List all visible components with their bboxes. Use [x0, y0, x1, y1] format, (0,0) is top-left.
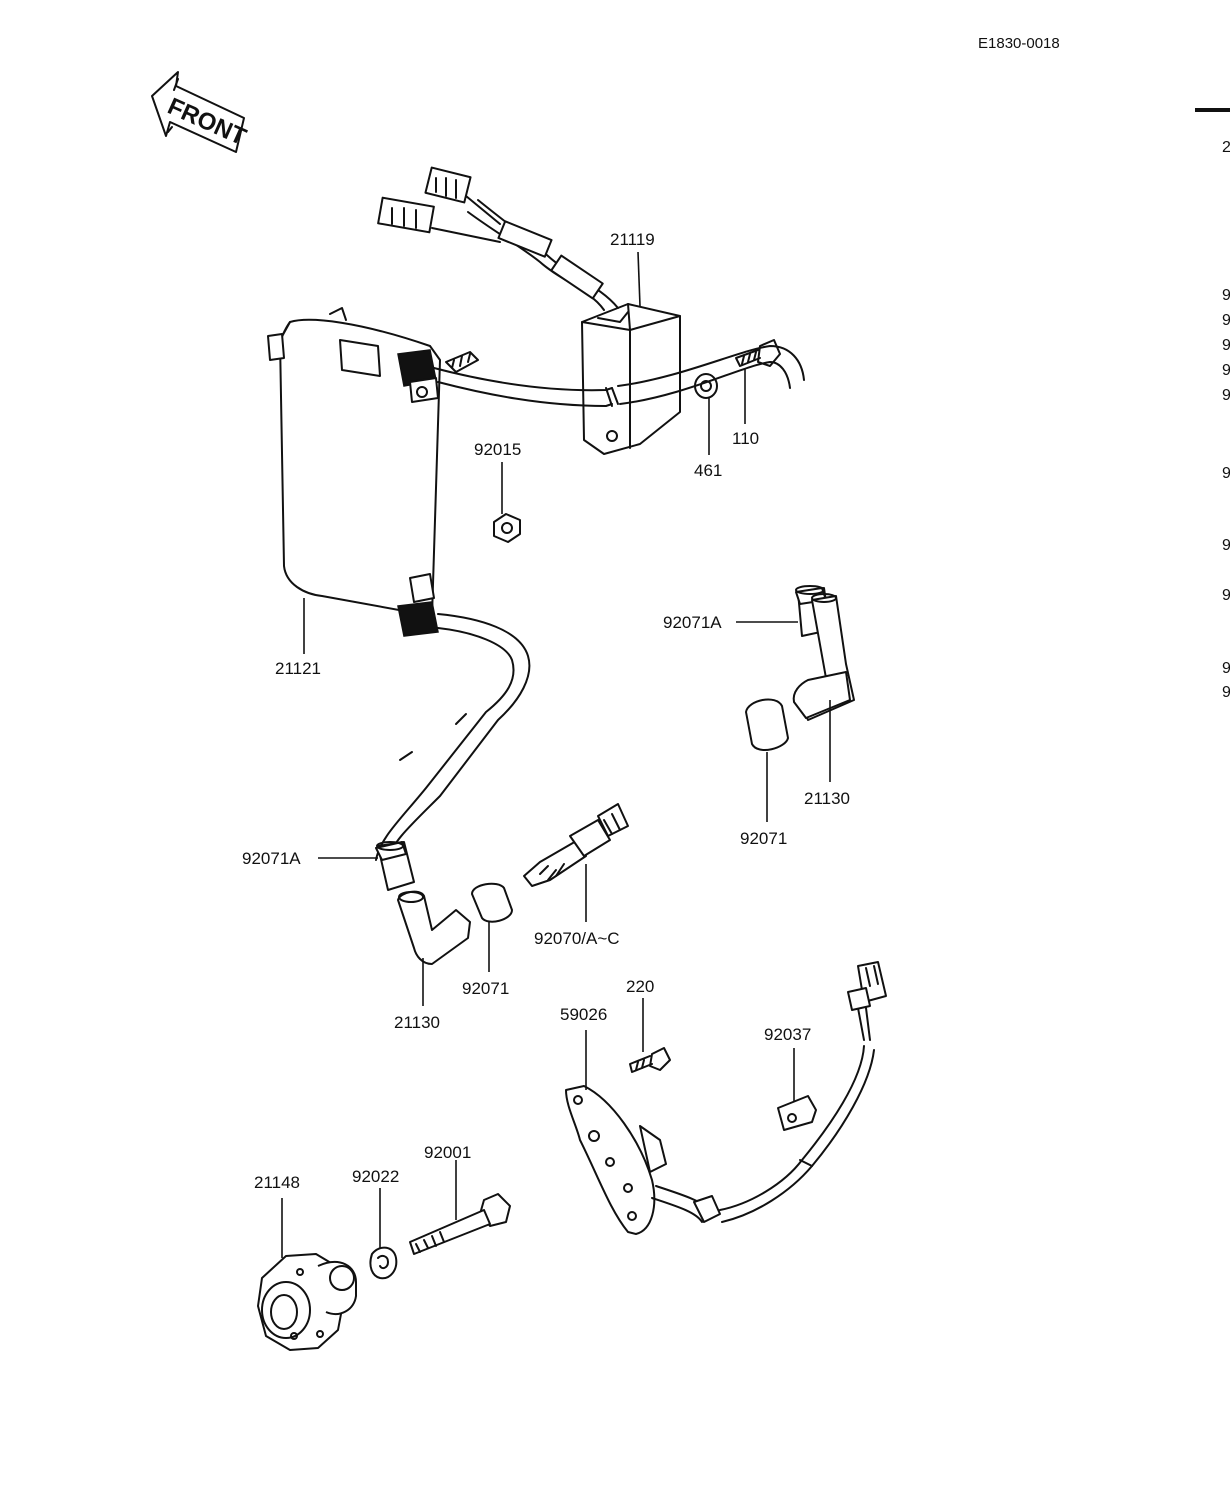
svg-text:9: 9	[1222, 287, 1230, 304]
svg-text:9: 9	[1222, 362, 1230, 379]
washer-92022	[369, 1246, 398, 1280]
svg-text:9: 9	[1222, 684, 1230, 701]
label-clamp: 92037	[764, 1025, 811, 1044]
label-plugcap-right: 21130	[804, 789, 850, 808]
label-boot-right: 92071	[740, 829, 787, 848]
cap-nut-left	[375, 841, 415, 891]
svg-text:9: 9	[1222, 337, 1230, 354]
pickup-plate	[565, 1085, 667, 1235]
ignition-coil	[267, 307, 479, 637]
label-nut-right: 92015	[474, 440, 521, 459]
right-margin-fragments: 2 9 9 9 9 9 9 9 9 9 9	[1195, 108, 1230, 701]
igniter-unit	[377, 166, 681, 455]
label-washer-92022: 92022	[352, 1167, 399, 1186]
plug-cap-left	[397, 890, 471, 965]
svg-text:9: 9	[1222, 660, 1230, 677]
boot-right	[745, 698, 789, 752]
svg-text:2: 2	[1222, 139, 1230, 156]
washer-461	[694, 373, 718, 399]
label-washer-461: 461	[694, 461, 722, 480]
label-spark-plug: 92070/A~C	[534, 929, 620, 948]
label-screw-220: 220	[626, 977, 654, 996]
label-capnut-right: 92071A	[663, 613, 722, 632]
screw-220	[629, 1047, 671, 1073]
label-boot-left: 92071	[462, 979, 509, 998]
svg-text:9: 9	[1222, 387, 1230, 404]
pickup-wire	[651, 961, 887, 1223]
label-rotor: 21148	[254, 1173, 300, 1192]
spark-plug	[523, 803, 629, 887]
svg-text:9: 9	[1222, 587, 1230, 604]
label-igniter: 21119	[610, 230, 655, 249]
label-plugcap-left: 21130	[394, 1013, 440, 1032]
bolt-92001	[409, 1193, 511, 1255]
timing-rotor	[257, 1253, 357, 1351]
svg-text:9: 9	[1222, 537, 1230, 554]
clamp-92037	[777, 1095, 817, 1131]
boot-left	[471, 882, 513, 923]
nut-92015-right	[493, 513, 521, 543]
ht-lead-right	[433, 345, 805, 407]
front-arrow: FRONT	[151, 71, 250, 153]
ht-lead-left	[375, 613, 531, 861]
plug-cap-right	[792, 593, 855, 721]
label-bolt-110: 110	[732, 429, 759, 448]
document-code: E1830-0018	[978, 35, 1060, 52]
label-bolt-92001: 92001	[424, 1143, 471, 1162]
svg-text:9: 9	[1222, 465, 1230, 482]
svg-text:9: 9	[1222, 312, 1230, 329]
label-pickup: 59026	[560, 1005, 607, 1024]
label-capnut-left: 92071A	[242, 849, 301, 868]
label-coil: 21121	[275, 659, 321, 678]
